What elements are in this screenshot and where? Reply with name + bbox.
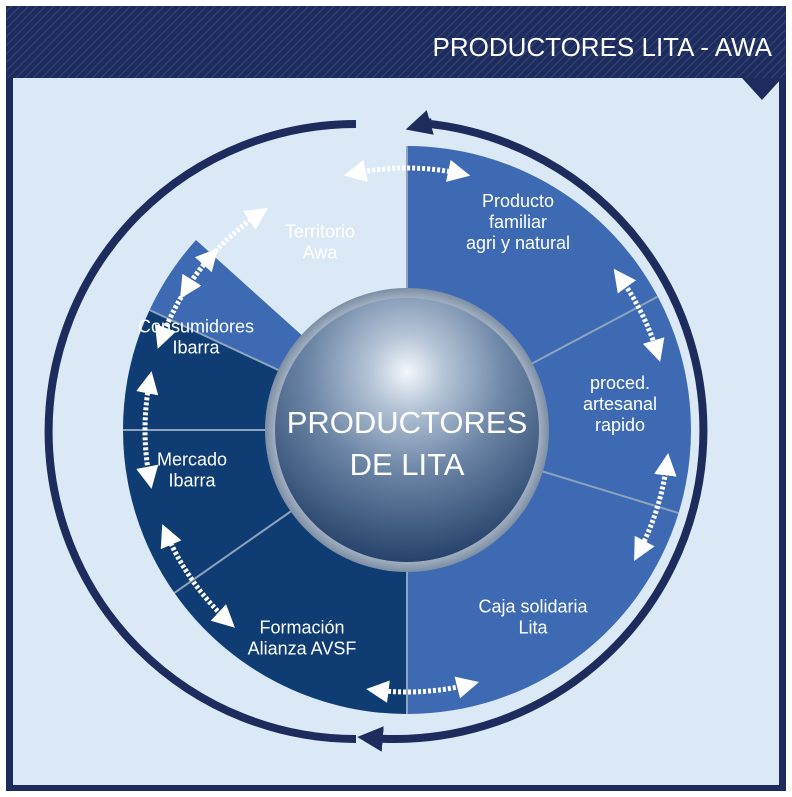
segment-6-label-line-2: Ibarra [172,338,220,358]
segment-2-label-line-3: rapido [595,415,645,435]
segment-6-label-line-1: Consumidores [138,317,254,337]
segment-7-label-line-1: Territorio [285,222,355,242]
segment-5-label-line-2: Ibarra [168,471,216,491]
segment-2-label-line-2: artesanal [583,394,657,414]
segment-1-label-line-2: familiar [489,212,547,232]
segment-3-label-line-1: Caja solidaria [478,597,588,617]
double-arrow-4 [366,676,480,703]
hub-title-line2: DE LITA [350,447,465,482]
double-arrow-6 [136,371,159,489]
segment-3-label-line-2: Lita [518,618,548,638]
double-arrow-8 [180,207,268,299]
hub-title-line1: PRODUCTORES [287,405,528,440]
outer-ring-arc-right [357,119,708,752]
double-arrow-2 [613,268,665,363]
double-arrow-3 [634,452,677,561]
segment-1-label-line-1: Producto [482,191,554,211]
segment-2-label-line-1: proced. [590,373,650,393]
segment-1-label-line-3: agri y natural [466,233,570,253]
header-pointer [742,78,782,100]
outer-ring-arc-left [44,120,357,743]
header-bar [6,6,786,78]
segment-4-label-line-1: Formación [259,618,344,638]
segment-4-label-line-2: Alianza AVSF [248,639,357,659]
double-arrow-5 [160,524,235,628]
segment-7-label-line-2: Awa [303,243,339,263]
double-arrow-1 [343,159,471,182]
segment-5-label-line-1: Mercado [157,450,227,470]
cycle-arrows [136,159,677,703]
outer-ring-top-arrow [405,110,434,135]
hub-sphere [275,298,539,562]
page-title: PRODUCTORES LITA - AWA [433,32,773,62]
